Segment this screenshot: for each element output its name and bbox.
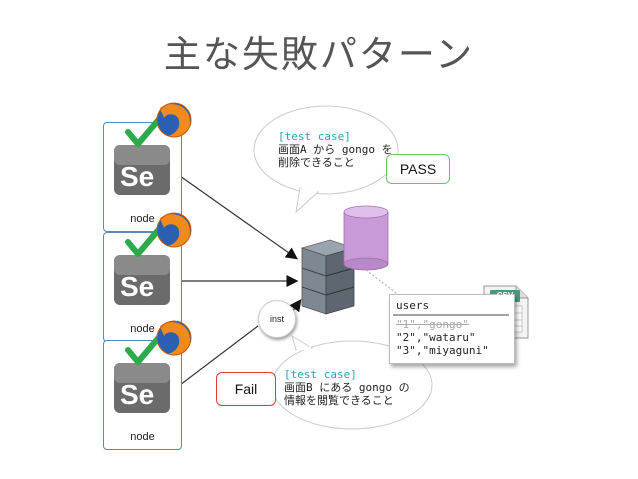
fail-test-case-text: [test case] 画面B にある gongo の 情報を閲覧できること — [284, 368, 410, 407]
selenium-logo-icon: Se — [114, 255, 170, 305]
inst-bubble: inst — [258, 300, 296, 338]
node-label: node — [130, 213, 155, 225]
node-label: node — [130, 323, 155, 335]
fail-test-case-heading: [test case] — [284, 368, 357, 381]
check-icon — [125, 333, 163, 365]
arrow-node1 — [179, 175, 298, 260]
check-icon — [125, 225, 163, 257]
firefox-icon — [156, 320, 192, 356]
node-3: Se node — [103, 340, 182, 450]
check-icon — [125, 115, 163, 147]
pass-test-case-heading: [test case] — [278, 130, 351, 143]
users-table-panel — [389, 294, 515, 364]
pass-test-case-line2: 削除できること — [278, 156, 355, 169]
fail-test-case-line2: 情報を閲覧できること — [284, 394, 394, 407]
arrow-node3 — [179, 325, 259, 386]
page-title: 主な失敗パターン — [163, 33, 475, 76]
pass-test-case-line1: 画面A から gongo を — [278, 143, 393, 156]
pass-badge: PASS — [386, 154, 450, 184]
users-row-3: "3","miyaguni" — [396, 344, 489, 357]
svg-text:Se: Se — [120, 379, 154, 410]
csv-label: CSV — [496, 291, 514, 300]
selenium-logo-icon: Se — [114, 363, 170, 413]
svg-text:Se: Se — [120, 161, 154, 192]
fail-badge: Fail — [216, 372, 276, 406]
db-users-link — [365, 269, 401, 297]
database-icon — [343, 205, 389, 271]
node-label: node — [130, 431, 155, 443]
pass-speech-bubble — [253, 105, 399, 214]
svg-text:Se: Se — [120, 271, 154, 302]
users-row-2: "2","wataru" — [396, 331, 476, 344]
users-row-1: "1","gongo" — [396, 318, 469, 331]
fail-test-case-line1: 画面B にある gongo の — [284, 381, 410, 394]
users-table-rows: "1","gongo" "2","wataru" "3","miyaguni" — [396, 318, 489, 357]
selenium-logo-icon: Se — [114, 145, 170, 195]
firefox-icon — [156, 102, 192, 138]
firefox-icon — [156, 212, 192, 248]
pass-test-case-text: [test case] 画面A から gongo を 削除できること — [278, 130, 393, 169]
users-table-divider — [393, 314, 509, 316]
users-table-title: users — [396, 299, 430, 312]
